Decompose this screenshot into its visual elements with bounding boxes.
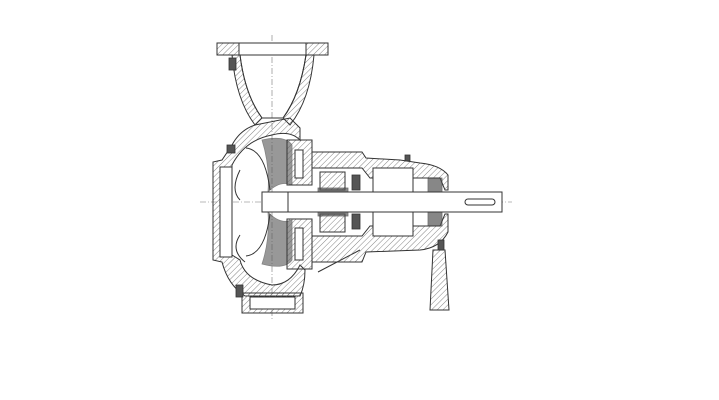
volute-casing: [212, 117, 306, 314]
support-foot: [429, 239, 450, 311]
key-slot: [464, 198, 496, 206]
casing-cover: [286, 139, 361, 273]
impeller: [245, 137, 293, 267]
suction-nozzle: [216, 42, 329, 126]
shaft: [287, 187, 503, 217]
